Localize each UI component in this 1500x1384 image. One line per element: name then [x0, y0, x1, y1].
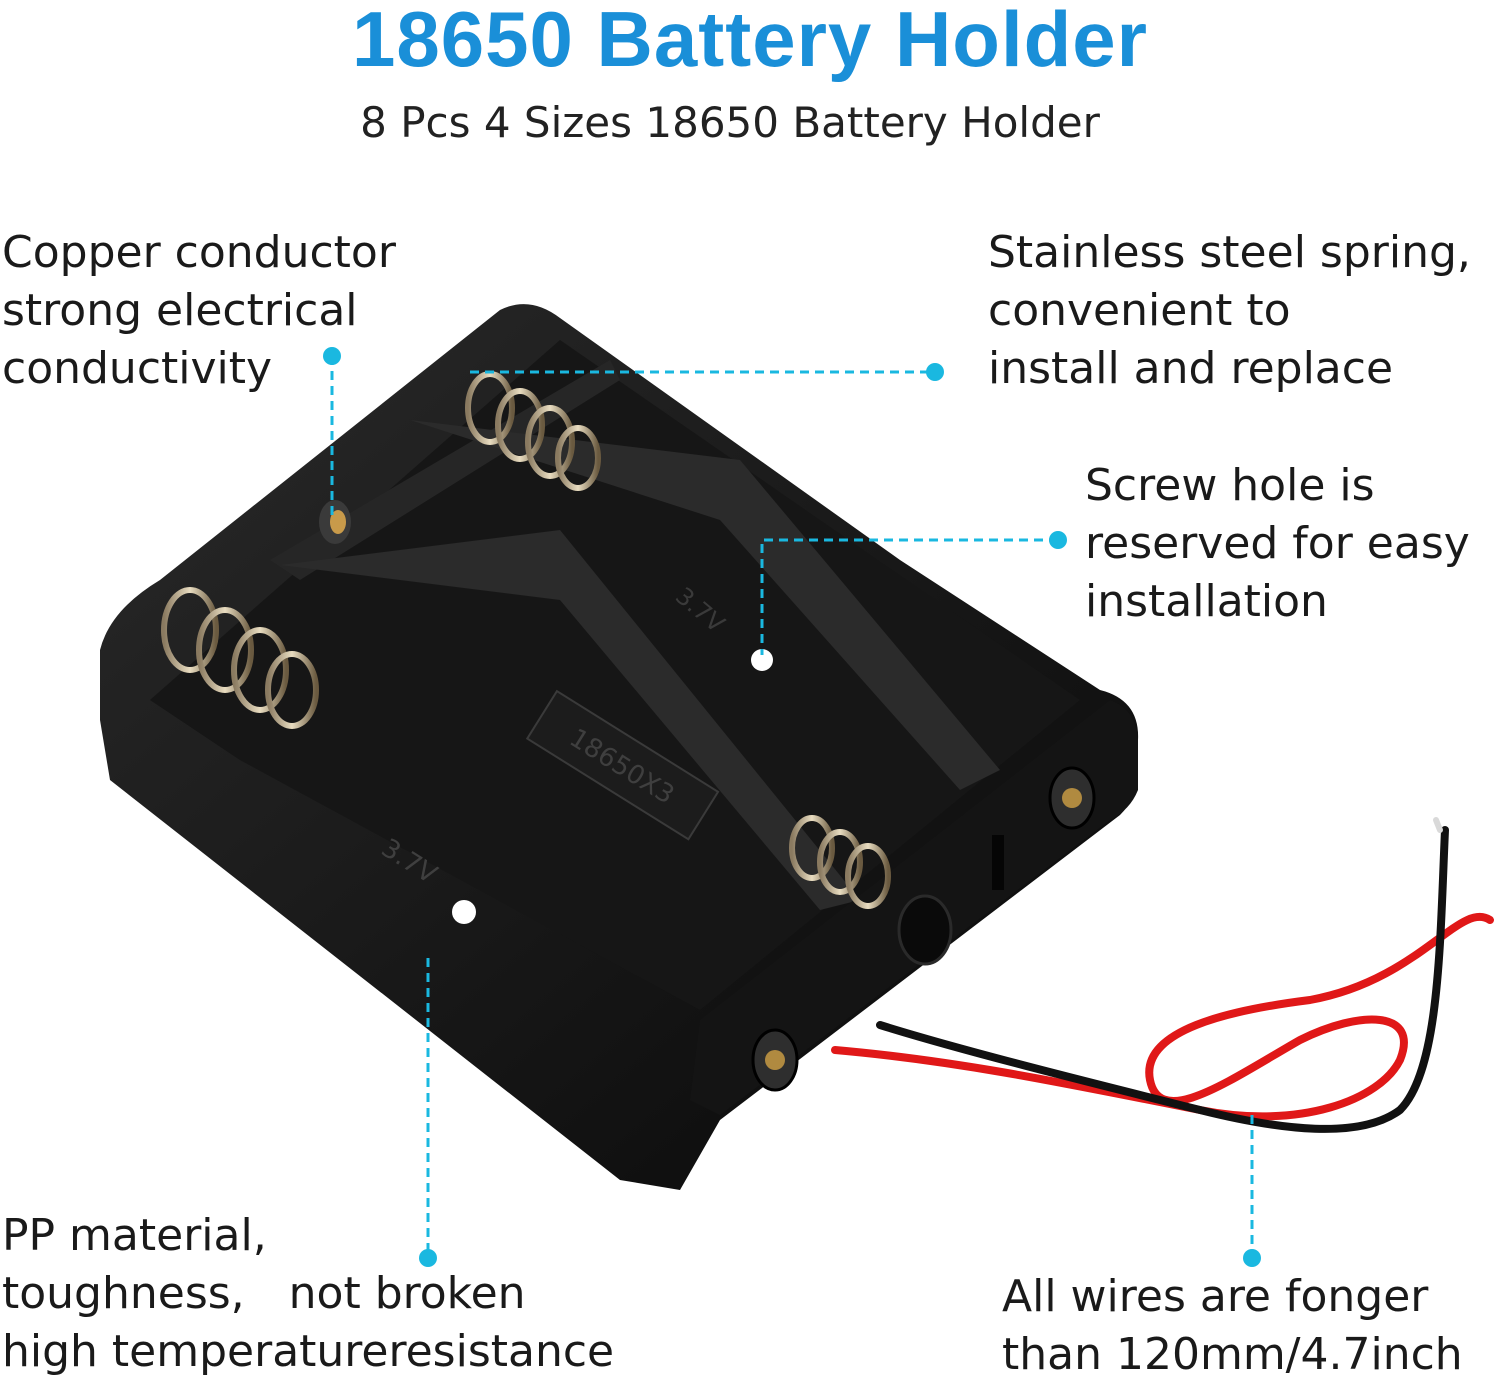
screw-hole-lower — [452, 900, 476, 924]
spring-right — [789, 815, 891, 909]
screw-hole-upper — [751, 649, 773, 671]
callout-screw-hole: Screw hole is reserved for easy installa… — [1085, 457, 1470, 631]
spring-top — [465, 371, 601, 491]
callout-line: convenient to — [988, 285, 1291, 336]
callout-line: high temperatureresistance — [2, 1326, 615, 1377]
callout-line: Copper conductor — [2, 227, 396, 278]
page-subtitle: 8 Pcs 4 Sizes 18650 Battery Holder — [360, 98, 1100, 147]
page-title: 18650 Battery Holder — [351, 0, 1149, 83]
callout-leaders — [330, 356, 1254, 1258]
callout-line: toughness, not broken — [2, 1268, 526, 1319]
callout-line: conductivity — [2, 343, 273, 394]
callout-line: strong electrical — [2, 285, 358, 336]
callout-dots — [323, 347, 1261, 1267]
holder-body: 18650X3 3.7V 3.7V — [100, 304, 1139, 1190]
callout-line: than 120mm/4.7inch — [1002, 1329, 1463, 1380]
callout-line: installation — [1085, 576, 1328, 627]
spring-left — [161, 587, 319, 729]
leader-screw — [760, 538, 1058, 655]
callout-line: reserved for easy — [1085, 518, 1470, 569]
callout-copper-conductor: Copper conductor strong electrical condu… — [2, 224, 396, 398]
callout-line: install and replace — [988, 343, 1394, 394]
callout-stainless-spring: Stainless steel spring, convenient to in… — [988, 224, 1471, 398]
lead-wires — [831, 817, 1494, 1133]
callout-wire-length: All wires are fonger than 120mm/4.7inch — [1002, 1268, 1463, 1384]
callout-pp-material: PP material, toughness, not broken high … — [2, 1207, 614, 1381]
callout-line: Stainless steel spring, — [988, 227, 1471, 278]
callout-line: All wires are fonger — [1002, 1271, 1429, 1322]
spring-contacts — [161, 371, 891, 909]
callout-line: Screw hole is — [1085, 460, 1375, 511]
callout-line: PP material, — [2, 1210, 267, 1261]
